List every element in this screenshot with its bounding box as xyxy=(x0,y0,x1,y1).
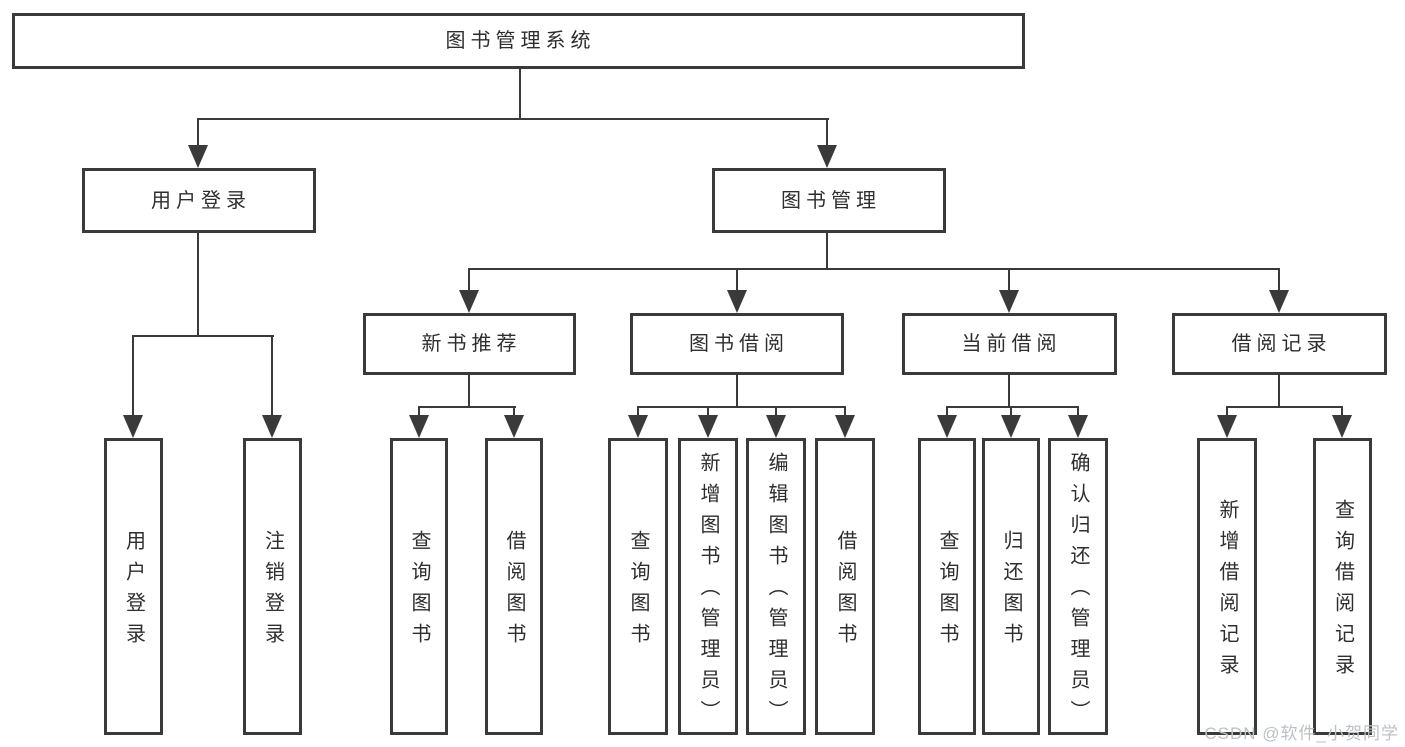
leaf-user-login: 用户登录 xyxy=(104,438,163,735)
node-new-book-recommend-label: 新书推荐 xyxy=(421,333,522,355)
leaf-query-books-current: 查询图书 xyxy=(918,438,976,735)
connector-line xyxy=(197,118,829,120)
connector-line xyxy=(132,335,274,337)
node-book-borrowing-label: 图书借阅 xyxy=(689,333,789,355)
arrow-down-icon xyxy=(937,406,957,438)
leaf-query-borrow-record: 查询借阅记录 xyxy=(1313,438,1372,735)
arrow-down-icon xyxy=(1001,406,1021,438)
arrow-down-icon xyxy=(1269,268,1289,313)
node-user-login: 用户登录 xyxy=(82,168,316,233)
leaf-borrow-books-label: 借阅图书 xyxy=(834,529,856,654)
leaf-user-login-label: 用户登录 xyxy=(122,529,145,654)
leaf-add-books-admin: 新增图书（管理员） xyxy=(678,438,738,735)
arrow-down-icon xyxy=(999,268,1019,313)
leaf-query-books-recommend-label: 查询图书 xyxy=(408,529,430,654)
arrow-down-icon xyxy=(123,335,143,438)
leaf-query-books-recommend: 查询图书 xyxy=(390,438,448,735)
arrow-down-icon xyxy=(1332,406,1352,438)
connector-line xyxy=(468,268,1280,270)
leaf-confirm-return-admin-label: 确认归还（管理员） xyxy=(1067,452,1089,731)
arrow-down-icon xyxy=(188,118,208,168)
leaf-edit-books-admin-label: 编辑图书（管理员） xyxy=(765,452,787,731)
connector-line xyxy=(519,69,521,120)
node-book-management: 图书管理 xyxy=(712,168,946,233)
arrow-down-icon xyxy=(835,406,855,438)
leaf-borrow-books: 借阅图书 xyxy=(815,438,875,735)
arrow-down-icon xyxy=(1068,406,1088,438)
arrow-down-icon xyxy=(409,406,429,438)
node-book-borrowing: 图书借阅 xyxy=(630,313,844,375)
node-borrow-records-label: 借阅记录 xyxy=(1231,333,1332,355)
connector-line xyxy=(946,406,1079,408)
leaf-logout-label: 注销登录 xyxy=(261,529,284,654)
connector-line xyxy=(1008,375,1010,408)
connector-line xyxy=(1278,375,1280,408)
leaf-query-books-borrowing-label: 查询图书 xyxy=(627,529,649,654)
arrow-down-icon xyxy=(504,406,524,438)
csdn-watermark: CSDN @软件_小贺同学 xyxy=(1204,724,1399,743)
leaf-query-books-borrowing: 查询图书 xyxy=(608,438,668,735)
arrow-down-icon xyxy=(628,406,648,438)
arrow-down-icon xyxy=(1217,406,1237,438)
arrow-down-icon xyxy=(698,406,718,438)
connector-line xyxy=(736,375,738,408)
connector-line xyxy=(826,233,828,270)
leaf-query-borrow-record-label: 查询借阅记录 xyxy=(1331,498,1354,685)
arrow-down-icon xyxy=(459,268,479,313)
leaf-query-books-current-label: 查询图书 xyxy=(936,529,958,654)
node-borrow-records: 借阅记录 xyxy=(1172,313,1387,375)
node-user-login-label: 用户登录 xyxy=(151,189,251,212)
leaf-edit-books-admin: 编辑图书（管理员） xyxy=(746,438,806,735)
node-root-label: 图书管理系统 xyxy=(445,30,596,52)
leaf-return-books: 归还图书 xyxy=(982,438,1040,735)
node-root: 图书管理系统 xyxy=(12,13,1025,69)
node-current-borrowing: 当前借阅 xyxy=(902,313,1117,375)
leaf-confirm-return-admin: 确认归还（管理员） xyxy=(1048,438,1108,735)
connector-line xyxy=(637,406,846,408)
leaf-logout: 注销登录 xyxy=(243,438,302,735)
connector-line xyxy=(1226,406,1343,408)
leaf-add-books-admin-label: 新增图书（管理员） xyxy=(697,452,719,731)
arrow-down-icon xyxy=(262,335,282,438)
connector-line xyxy=(197,233,199,337)
arrow-down-icon xyxy=(727,268,747,313)
leaf-borrow-books-recommend-label: 借阅图书 xyxy=(503,529,525,654)
arrow-down-icon xyxy=(766,406,786,438)
connector-line xyxy=(418,406,516,408)
node-current-borrowing-label: 当前借阅 xyxy=(961,333,1062,355)
leaf-return-books-label: 归还图书 xyxy=(1000,529,1022,654)
node-new-book-recommend: 新书推荐 xyxy=(363,313,576,375)
connector-line xyxy=(468,375,470,408)
arrow-down-icon xyxy=(817,118,837,168)
leaf-borrow-books-recommend: 借阅图书 xyxy=(485,438,543,735)
leaf-add-borrow-record-label: 新增借阅记录 xyxy=(1216,498,1238,685)
node-book-management-label: 图书管理 xyxy=(781,189,881,212)
leaf-add-borrow-record: 新增借阅记录 xyxy=(1197,438,1257,735)
